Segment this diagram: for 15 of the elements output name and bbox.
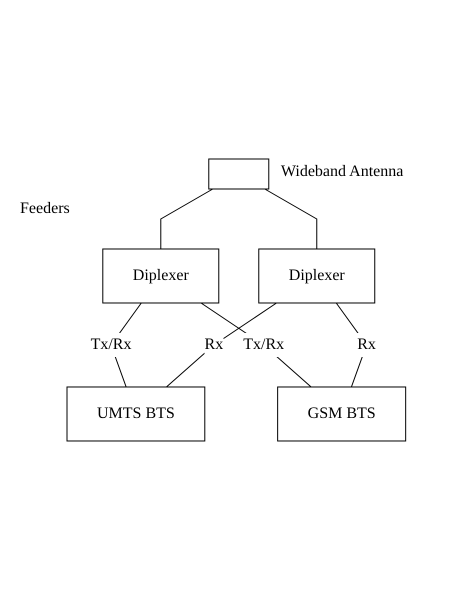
node-caption: Wideband Antenna xyxy=(280,162,404,181)
edge-label: Rx xyxy=(204,336,224,353)
connector xyxy=(200,302,312,388)
connector xyxy=(166,302,278,388)
edge-label: Tx/Rx xyxy=(243,336,284,353)
node-box: GSM BTS xyxy=(277,386,406,442)
node-box: UMTS BTS xyxy=(66,386,206,442)
connector xyxy=(160,188,214,250)
node-box: Diplexer xyxy=(102,248,220,304)
node-box xyxy=(208,158,270,190)
edge-label: Rx xyxy=(357,336,376,353)
connector xyxy=(264,188,318,250)
edge-label: Tx/Rx xyxy=(90,336,132,353)
note-label: Feeders xyxy=(20,200,70,218)
node-box: Diplexer xyxy=(258,248,376,304)
